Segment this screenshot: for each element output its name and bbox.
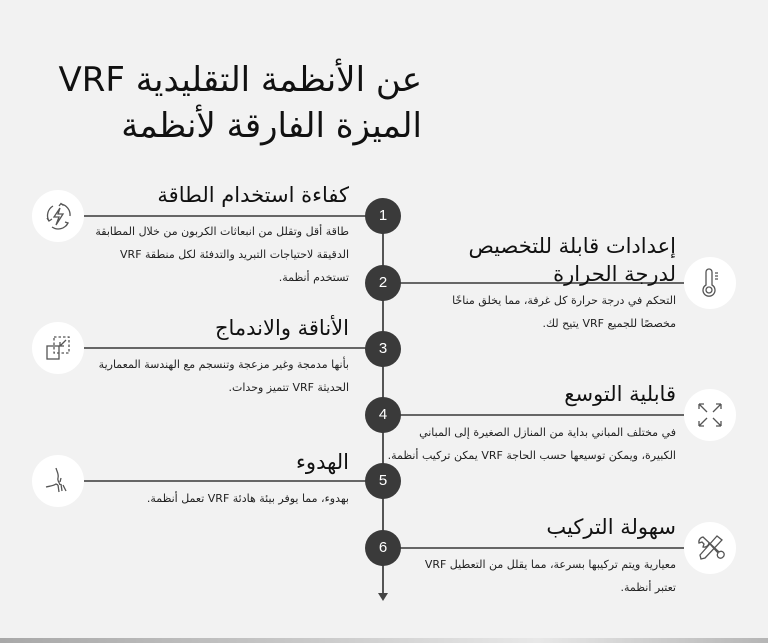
feature-description: طاقة أقل وتقلل من انبعاثات الكربون من خل…	[95, 225, 349, 284]
connector-line	[84, 480, 367, 482]
step-number-1: 1	[365, 198, 401, 234]
feature-description: في مختلف المباني بداية من المنازل الصغير…	[387, 426, 676, 462]
connector-line	[84, 215, 367, 217]
feature-heading: الهدوء	[296, 450, 349, 474]
feature-description: التحكم في درجة حرارة كل غرفة، مما يخلق م…	[452, 294, 676, 330]
quiet-finger-icon	[32, 455, 84, 507]
thermometer-icon	[684, 257, 736, 309]
page-title: عن الأنظمة التقليدية VRF الميزة الفارقة …	[59, 57, 422, 149]
connector-line	[400, 414, 684, 416]
title-line-2: الميزة الفارقة لأنظمة	[121, 105, 422, 146]
compact-resize-icon	[32, 322, 84, 374]
bottom-shadow-bar	[0, 638, 768, 643]
timeline-arrow-down-icon	[378, 593, 388, 601]
connector-line	[84, 347, 367, 349]
feature-heading: سهولة التركيب	[546, 515, 676, 539]
step-number-6: 6	[365, 530, 401, 566]
title-line-1: عن الأنظمة التقليدية VRF	[58, 59, 422, 100]
feature-heading: إعدادات قابلة للتخصيص لدرجة الحرارة	[468, 234, 676, 286]
feature-heading: الأناقة والاندماج	[214, 316, 349, 340]
connector-line	[400, 282, 684, 284]
feature-heading: قابلية التوسع	[564, 382, 676, 406]
step-number-2: 2	[365, 265, 401, 301]
step-number-4: 4	[365, 397, 401, 433]
feature-description: بهدوء، مما يوفر بيئة هادئة VRF تعمل أنظم…	[146, 492, 349, 505]
tools-icon	[684, 522, 736, 574]
step-number-3: 3	[365, 331, 401, 367]
step-number-5: 5	[365, 463, 401, 499]
feature-heading: كفاءة استخدام الطاقة	[157, 183, 349, 207]
energy-cycle-icon	[32, 190, 84, 242]
connector-line	[400, 547, 684, 549]
feature-description: معيارية ويتم تركيبها بسرعة، مما يقلل من …	[424, 558, 676, 594]
feature-description: بأنها مدمجة وغير مزعجة وتنسجم مع الهندسة…	[98, 358, 349, 394]
expand-arrows-icon	[684, 389, 736, 441]
